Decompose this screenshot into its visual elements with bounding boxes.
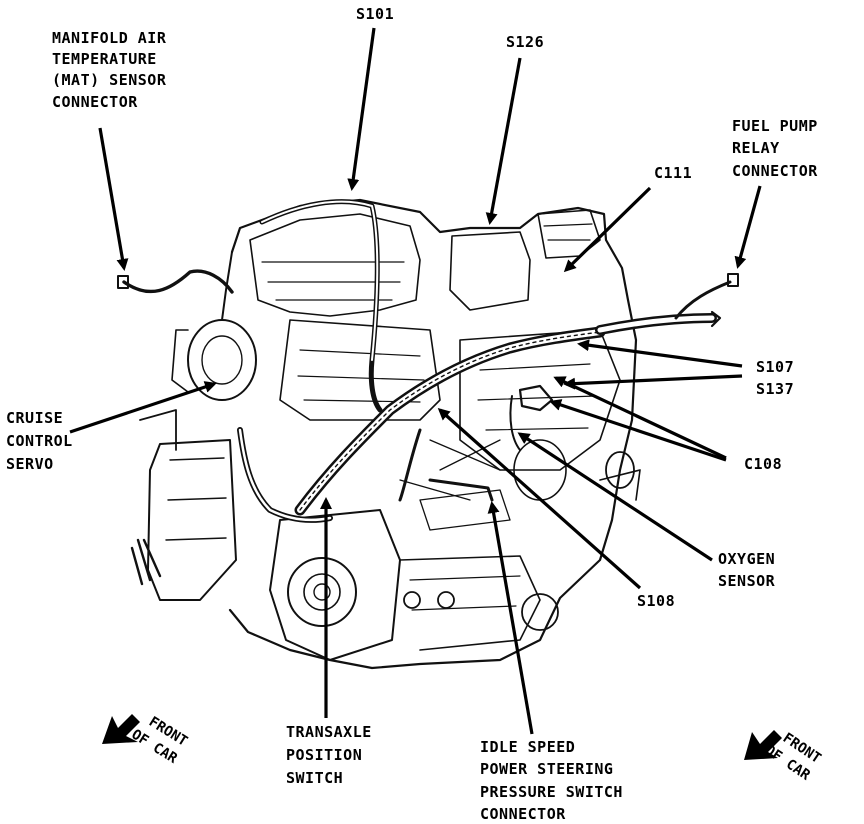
fuel-pump-relay-arrow: [734, 185, 762, 269]
c111-label: C111: [654, 164, 692, 182]
c108-label: C108: [744, 455, 782, 473]
idle-line1: IDLE SPEED: [480, 738, 575, 756]
mat-sensor-line1: MANIFOLD AIR: [52, 29, 167, 47]
front-right-arrow-icon: [744, 730, 782, 760]
mat-sensor-label: MANIFOLD AIR TEMPERATURE (MAT) SENSOR CO…: [52, 29, 167, 111]
fuel-pump-line1: FUEL PUMP: [732, 117, 818, 135]
fuel-pump-line3: CONNECTOR: [732, 162, 818, 180]
oxygen-line1: OXYGEN: [718, 550, 775, 568]
cruise-control-arrow: [69, 381, 217, 434]
idle-line4: CONNECTOR: [480, 805, 566, 823]
front-left-arrow-icon: [102, 714, 140, 744]
oxygen-sensor-arrow: [517, 432, 713, 562]
s137-line: S137: [756, 380, 794, 398]
cruise-line1: CRUISE: [6, 409, 63, 427]
transaxle-line2: POSITION: [286, 746, 362, 764]
c108-arrow-upper: [553, 376, 727, 460]
mat-sensor-line4: CONNECTOR: [52, 93, 138, 111]
s101-label: S101: [356, 5, 394, 23]
fuel-pump-line2: RELAY: [732, 139, 780, 157]
s126-label: S126: [506, 33, 544, 51]
c111-arrow: [563, 186, 652, 273]
s126-arrow: [485, 57, 522, 225]
mat-sensor-arrow: [98, 127, 129, 271]
transaxle-line1: TRANSAXLE: [286, 723, 372, 741]
c108-arrow-lower: [549, 399, 727, 462]
oxygen-sensor-label: OXYGEN SENSOR: [718, 550, 776, 590]
oxygen-line2: SENSOR: [718, 572, 776, 590]
wiring-harness: [117, 199, 739, 586]
cruise-line3: SERVO: [6, 455, 54, 473]
s107-arrow-upper: [577, 339, 743, 368]
fuel-pump-relay-label: FUEL PUMP RELAY CONNECTOR: [732, 117, 818, 180]
s107-arrow-lower: [563, 374, 743, 390]
leader-arrows: [69, 27, 762, 735]
s107-line: S107: [756, 358, 794, 376]
idle-speed-label: IDLE SPEED POWER STEERING PRESSURE SWITC…: [480, 738, 623, 823]
cruise-line2: CONTROL: [6, 432, 73, 450]
idle-line3: PRESSURE SWITCH: [480, 783, 623, 801]
cruise-control-label: CRUISE CONTROL SERVO: [6, 409, 73, 473]
transaxle-switch-label: TRANSAXLE POSITION SWITCH: [286, 723, 372, 787]
idle-speed-arrow: [487, 501, 534, 735]
s108-arrow: [437, 408, 642, 590]
mat-sensor-line2: TEMPERATURE: [52, 50, 157, 68]
transaxle-line3: SWITCH: [286, 769, 343, 787]
idle-line2: POWER STEERING: [480, 760, 613, 778]
s108-label: S108: [637, 592, 675, 610]
s101-arrow: [347, 27, 376, 191]
front-of-car-right: FRONT OF CAR: [744, 730, 824, 784]
mat-sensor-line3: (MAT) SENSOR: [52, 71, 167, 89]
front-of-car-left: FRONT OF CAR: [102, 714, 190, 767]
s107-s137-label: S107 S137: [756, 358, 794, 398]
engine-illustration: [139, 198, 641, 670]
